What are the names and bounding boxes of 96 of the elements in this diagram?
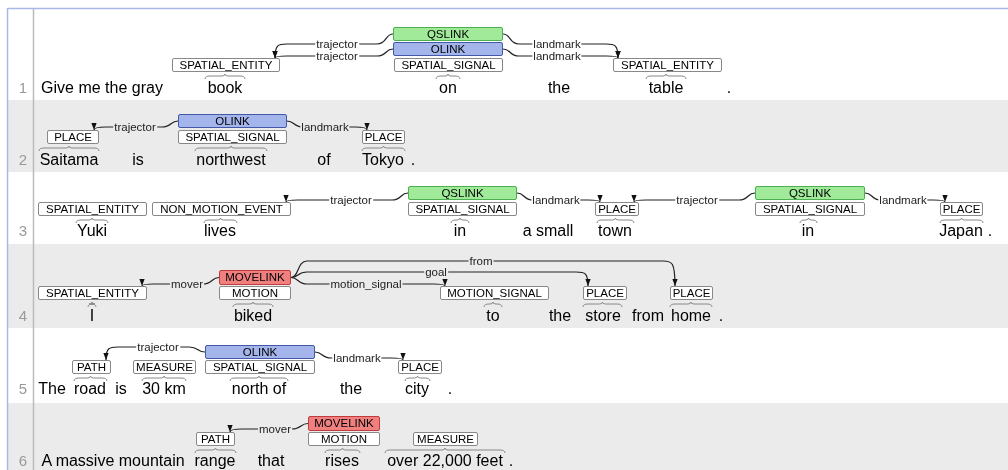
sentence-token: a small: [522, 222, 574, 240]
sentence-token: table: [648, 79, 684, 97]
arrow: [290, 271, 591, 287]
edge-label: trajector: [315, 50, 359, 62]
annotation-tag: SPATIAL_SIGNAL: [394, 58, 503, 72]
sentence-token: town: [598, 222, 632, 240]
sentence-token: of: [317, 151, 331, 169]
sentence-token: Tokyo: [362, 151, 404, 169]
line-number: 3: [18, 222, 28, 240]
annotation-tag: SPATIAL_ENTITY: [172, 58, 280, 72]
sentence-token: Give me the gray: [41, 79, 163, 97]
edge-label: trajector: [675, 194, 719, 206]
sentence-token: in: [453, 222, 467, 240]
annotation-tag: SPATIAL_SIGNAL: [205, 360, 315, 374]
sentence-token: store: [585, 307, 621, 325]
sentence-token: city: [405, 380, 429, 398]
link-tag: QSLINK: [393, 27, 503, 41]
annotation-tag: NON_MOTION_EVENT: [152, 202, 291, 216]
sentence-token: lives: [204, 222, 236, 240]
link-tag: MOVELINK: [219, 270, 291, 285]
annotation-tag: MEASURE: [413, 432, 478, 446]
edge-label: trajector: [315, 38, 359, 50]
annotation-tag: SPATIAL_ENTITY: [38, 202, 147, 216]
annotation-tag: PATH: [196, 432, 235, 446]
link-tag: OLINK: [178, 114, 287, 128]
sentence-token: Saitama: [39, 151, 99, 169]
sentence-token: The: [38, 380, 66, 398]
annotation-tag: SPATIAL_SIGNAL: [408, 202, 517, 216]
annotation-tag: PLACE: [398, 360, 442, 374]
link-tag: OLINK: [205, 345, 315, 359]
sentence-token: the: [547, 79, 571, 97]
line-number: 4: [18, 307, 28, 325]
sentence-token: .: [718, 307, 724, 325]
annotation-tag: MEASURE: [133, 360, 196, 374]
sentence-token: biked: [233, 307, 273, 325]
edge-label: goal: [424, 266, 448, 278]
edge-label: from: [468, 255, 494, 267]
sentence-token: from: [632, 307, 664, 325]
edge-label: landmark: [532, 50, 582, 62]
annotation-tag: PLACE: [47, 130, 99, 144]
sentence-token: on: [439, 79, 457, 97]
edge-label: landmark: [532, 38, 582, 50]
link-tag: QSLINK: [755, 186, 865, 200]
edge-label: landmark: [332, 352, 382, 364]
sentence-token: range: [194, 452, 236, 470]
sentence-token: .: [987, 222, 993, 240]
annotation-tag: PLACE: [940, 202, 983, 216]
edge-label: trajector: [136, 341, 180, 353]
sentence-token: book: [207, 79, 243, 97]
annotation-tag: SPATIAL_ENTITY: [38, 286, 147, 300]
link-tag: QSLINK: [408, 186, 517, 200]
annotation-tag: MOTION: [308, 432, 380, 446]
edge-label: landmark: [300, 121, 350, 133]
sentence-token: road: [74, 380, 106, 398]
edge-label: landmark: [878, 194, 928, 206]
sentence-token: north of: [231, 380, 287, 398]
sentence-token: is: [132, 151, 144, 169]
line-number: 2: [18, 151, 28, 169]
sentence-token: 30 km: [142, 380, 186, 398]
sentence-token: over 22,000 feet: [387, 452, 503, 470]
annotation-tag: SPATIAL_SIGNAL: [755, 202, 865, 216]
sentence-token: to: [486, 307, 500, 325]
sentence-token: the: [548, 307, 572, 325]
annotation-tag: PATH: [72, 360, 111, 374]
sentence-token: is: [115, 380, 127, 398]
annotation-tag: SPATIAL_SIGNAL: [178, 130, 287, 144]
annotation-tag: PLACE: [595, 202, 639, 216]
sentence-token: .: [410, 151, 416, 169]
line-number: 1: [18, 79, 28, 97]
annotation-tag: PLACE: [583, 286, 627, 300]
sentence-token: .: [508, 452, 514, 470]
sentence-token: that: [257, 452, 285, 470]
sentence-token: .: [726, 79, 732, 97]
link-tag: MOVELINK: [308, 416, 380, 431]
sentence-token: the: [339, 380, 363, 398]
sentence-token: .: [447, 380, 453, 398]
edge-label: trajector: [329, 194, 373, 206]
line-number: 6: [18, 452, 28, 470]
sentence-token: Yuki: [76, 222, 108, 240]
annotation-tag: PLACE: [362, 130, 405, 144]
annotation-tag: PLACE: [670, 286, 713, 300]
annotation-tag: MOTION_SIGNAL: [440, 286, 549, 300]
sentence-token: in: [801, 222, 815, 240]
line-number: 5: [18, 380, 28, 398]
sentence-token: rises: [325, 452, 359, 470]
annotation-tag: SPATIAL_ENTITY: [613, 58, 722, 72]
arrow: [290, 260, 678, 287]
edge-label: trajector: [113, 121, 157, 133]
edge-label: landmark: [531, 194, 581, 206]
sentence-token: A massive mountain: [41, 452, 185, 470]
sentence-token: home: [671, 307, 711, 325]
sentence-token: northwest: [196, 151, 266, 169]
annotation-tag: MOTION: [219, 286, 291, 300]
sentence-token: I: [89, 307, 95, 325]
link-tag: OLINK: [393, 42, 503, 56]
edge-label: motion_signal: [329, 278, 403, 290]
